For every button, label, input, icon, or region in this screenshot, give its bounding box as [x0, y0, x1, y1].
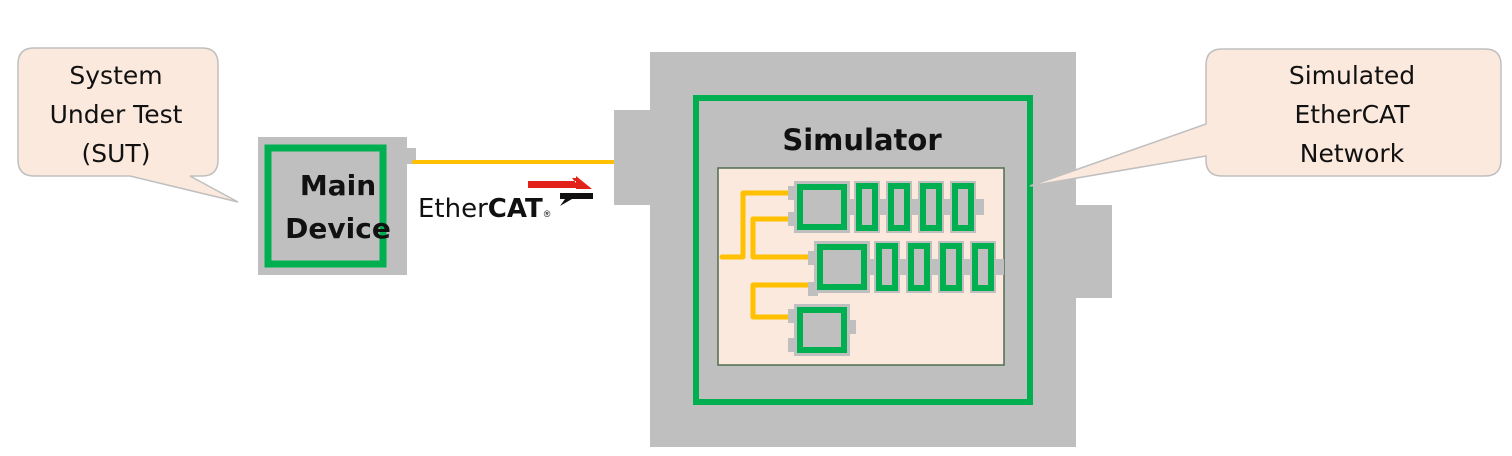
network-cable-2	[750, 216, 819, 260]
network-terminal-node	[908, 243, 930, 291]
coupler-port	[788, 212, 798, 226]
ethercat-logo-ether: Ether	[418, 194, 488, 224]
main-device[interactable]: Main Device	[258, 137, 416, 275]
ethercat-logo-text: EtherCAT®	[418, 194, 551, 224]
simulator-frame	[693, 95, 1033, 405]
network-callout-line-1: Simulated	[1289, 61, 1415, 90]
main-device-port	[407, 148, 416, 164]
main-device-frame	[264, 144, 387, 268]
network-coupler-node	[797, 184, 847, 230]
network-callout-bubble	[1029, 48, 1502, 187]
ethercat-arrow-right-head	[576, 176, 592, 189]
coupler-port	[788, 186, 798, 200]
network-cable-3	[750, 282, 819, 320]
ethercat-logo-registered: ®	[544, 209, 551, 219]
network-terminal-node	[920, 183, 942, 231]
network-terminal-node	[972, 243, 994, 291]
coupler-port	[808, 251, 818, 265]
network-coupler-node	[797, 307, 847, 353]
simulator-port-left	[614, 110, 654, 205]
network-terminal-node	[856, 183, 878, 231]
coupler-port-out	[848, 320, 856, 334]
network-callout-line-2: EtherCAT	[1295, 100, 1411, 129]
network-terminal-node	[952, 183, 974, 231]
network-coupler-node	[817, 244, 867, 290]
coupler-port	[808, 282, 818, 296]
network-cable-1	[719, 190, 799, 260]
simulator-port-right	[1072, 205, 1112, 298]
network-terminal-node	[888, 183, 910, 231]
network-nodes	[719, 181, 1004, 356]
sut-callout-bubble	[17, 47, 239, 203]
ethercat-logo: EtherCAT®	[418, 176, 593, 224]
coupler-port	[788, 309, 798, 323]
network-callout-line-3: Network	[1300, 139, 1405, 168]
simulator[interactable]: Simulator	[614, 52, 1112, 447]
main-device-label-line-2: Device	[285, 212, 391, 245]
sut-callout-line-2: Under Test	[50, 100, 183, 129]
ethercat-logo-cat: CAT	[488, 194, 543, 224]
network-callout: Simulated EtherCAT Network	[1029, 48, 1502, 187]
sut-callout-line-3: (SUT)	[82, 139, 151, 168]
main-device-label-line-1: Main	[300, 169, 376, 202]
sut-callout-line-1: System	[69, 61, 162, 90]
sut-callout: System Under Test (SUT)	[17, 47, 239, 203]
coupler-port	[788, 338, 798, 352]
simulator-label: Simulator	[782, 123, 942, 157]
ethercat-arrow-left-icon	[560, 193, 593, 206]
ethercat-arrow-right-icon	[528, 178, 580, 188]
network-terminal-node	[876, 243, 898, 291]
network-terminal-node	[940, 243, 962, 291]
